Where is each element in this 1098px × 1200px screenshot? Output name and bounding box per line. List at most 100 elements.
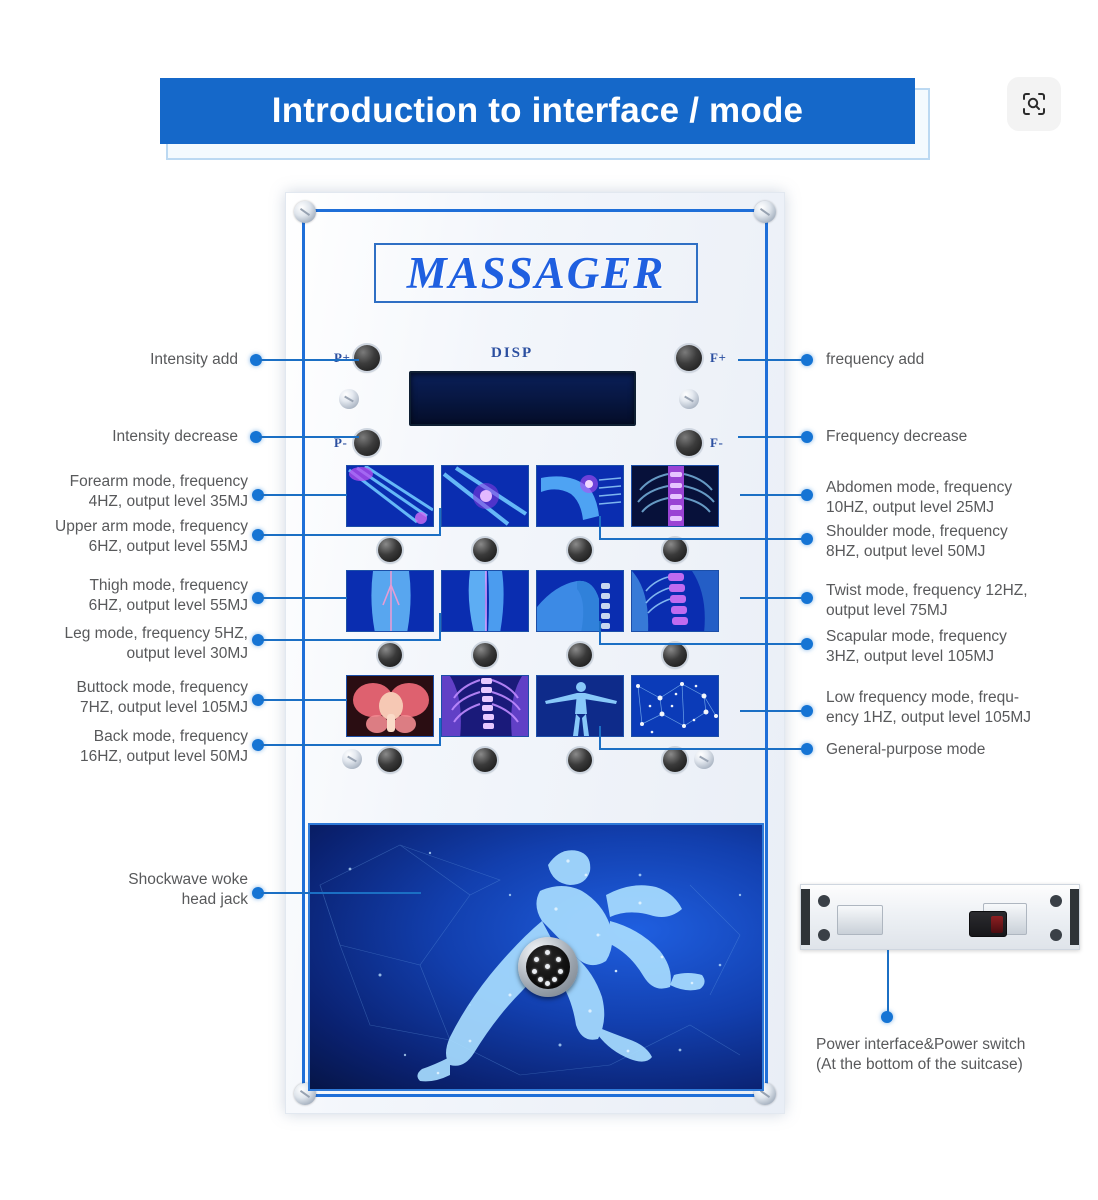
mode-image-shoulder-arm[interactable] (536, 465, 624, 527)
dot-leg-mode (252, 634, 264, 646)
callout-forearm-line2: 4HZ, output level 35MJ (88, 492, 248, 510)
power-switch[interactable] (969, 911, 1007, 937)
dot-general-purpose-mode (801, 743, 813, 755)
dot-thigh-mode (252, 592, 264, 604)
mode-image-back-spine[interactable] (441, 675, 529, 737)
lead-buttock-mode (261, 699, 347, 701)
callout-shockwave-jack: Shockwave woke head jack (40, 870, 248, 910)
page-title: Introduction to interface / mode (271, 91, 804, 130)
mode-button-shoulder[interactable] (568, 538, 592, 562)
frequency-down-button[interactable] (676, 430, 702, 456)
jack-core (526, 945, 570, 989)
callout-shockwave-line1: Shockwave woke (128, 871, 248, 888)
callout-general-purpose-mode: General-purpose mode (826, 740, 1086, 760)
mode-button-leg[interactable] (473, 643, 497, 667)
lcd-screen (409, 371, 636, 426)
lead-forearm-mode (261, 494, 347, 496)
lead-upper-arm-v (439, 508, 441, 536)
lead-scapular-v (599, 621, 601, 645)
callout-twist-line2: output level 75MJ (826, 601, 948, 619)
callout-upper-arm-line2: 6HZ, output level 55MJ (88, 537, 248, 555)
dot-upper-arm-mode (252, 529, 264, 541)
lead-frequency-decrease (738, 436, 808, 438)
callout-power-interface: Power interface&Power switch (At the bot… (816, 1035, 1086, 1075)
callout-frequency-add: frequency add (826, 350, 1086, 370)
mode-image-upper-arm[interactable] (441, 465, 529, 527)
panel-screw-right-mid (679, 389, 699, 409)
lead-general-purpose-h (599, 748, 809, 750)
mode-image-forearm[interactable] (346, 465, 434, 527)
abdomen-spine-graphic (632, 466, 718, 526)
forearm-graphic (347, 466, 433, 526)
shockwave-head-jack[interactable] (518, 937, 578, 997)
case-latch-left (837, 905, 883, 935)
mode-button-abdomen[interactable] (663, 538, 687, 562)
mode-image-scapular-spine[interactable] (631, 570, 719, 632)
mode-button-back[interactable] (473, 748, 497, 772)
frequency-down-label: F- (710, 435, 724, 450)
callout-upper-arm-mode: Upper arm mode, frequency 6HZ, output le… (4, 517, 248, 557)
lead-leg-v (439, 613, 441, 641)
mode-button-upper-arm[interactable] (473, 538, 497, 562)
mode-button-low-frequency[interactable] (663, 748, 687, 772)
lead-shockwave-jack (261, 892, 421, 894)
intensity-down-button[interactable] (354, 430, 380, 456)
thigh-graphic (347, 571, 433, 631)
intensity-up-label: P+ (334, 350, 351, 365)
mode-image-low-frequency-network[interactable] (631, 675, 719, 737)
mode-image-thigh[interactable] (346, 570, 434, 632)
dot-shockwave-jack (252, 887, 264, 899)
suitcase-bottom-photo (800, 884, 1080, 950)
callout-frequency-decrease: Frequency decrease (826, 427, 1086, 447)
frequency-up-button[interactable] (676, 345, 702, 371)
case-screw-br (1050, 929, 1062, 941)
callout-thigh-line2: 6HZ, output level 55MJ (88, 596, 248, 614)
callout-back-line1: Back mode, frequency (93, 728, 248, 745)
lead-upper-arm-h (261, 534, 441, 536)
mode-image-leg[interactable] (441, 570, 529, 632)
intensity-up-button[interactable] (354, 345, 380, 371)
power-lead-vertical (887, 950, 889, 1016)
callout-scapular-line2: 3HZ, output level 105MJ (826, 647, 995, 665)
callout-thigh-line1: Thigh mode, frequency (89, 577, 248, 594)
scan-search-icon[interactable] (1007, 77, 1061, 131)
mode-button-twist[interactable] (568, 643, 592, 667)
power-callout-dot (881, 1011, 893, 1023)
callout-upper-arm-line1: Upper arm mode, frequency (55, 518, 248, 535)
shoulder-graphic (537, 466, 623, 526)
lead-scapular-h (599, 643, 809, 645)
mode-button-buttock[interactable] (378, 748, 402, 772)
mode-image-buttock-pelvis[interactable] (346, 675, 434, 737)
mode-button-scapular[interactable] (663, 643, 687, 667)
lead-low-frequency-mode (740, 710, 808, 712)
brand-name: MASSAGER (406, 248, 666, 298)
callout-leg-line2: output level 30MJ (126, 644, 249, 662)
callout-low-frequency-line1: Low frequency mode, frequ- (826, 689, 1019, 706)
power-note-line2: (At the bottom of the suitcase) (816, 1055, 1023, 1073)
leg-graphic (442, 571, 528, 631)
dot-abdomen-mode (801, 489, 813, 501)
lead-intensity-decrease (259, 436, 359, 438)
callout-twist-mode: Twist mode, frequency 12HZ, output level… (826, 581, 1090, 621)
dot-back-mode (252, 739, 264, 751)
dot-forearm-mode (252, 489, 264, 501)
callout-shockwave-line2: head jack (181, 890, 248, 908)
mode-button-forearm[interactable] (378, 538, 402, 562)
mode-image-general-body[interactable] (536, 675, 624, 737)
callout-general-purpose-line1: General-purpose mode (826, 741, 986, 758)
lead-shoulder-v (599, 516, 601, 540)
mode-button-thigh[interactable] (378, 643, 402, 667)
callout-abdomen-line2: 10HZ, output level 25MJ (826, 498, 995, 516)
runner-artwork-panel (308, 823, 764, 1091)
callout-shoulder-mode: Shoulder mode, frequency 8HZ, output lev… (826, 522, 1086, 562)
dot-shoulder-mode (801, 533, 813, 545)
callout-forearm-line1: Forearm mode, frequency (69, 473, 248, 490)
massager-device-panel: MASSAGER P+ P- DISP F+ F- (285, 192, 785, 1114)
twist-graphic (537, 571, 623, 631)
lead-back-v (439, 718, 441, 746)
mode-button-general-purpose[interactable] (568, 748, 592, 772)
mode-image-abdomen-spine[interactable] (631, 465, 719, 527)
callout-back-mode: Back mode, frequency 16HZ, output level … (4, 727, 248, 767)
mode-image-twist-shoulder[interactable] (536, 570, 624, 632)
power-switch-indicator (991, 916, 1003, 933)
